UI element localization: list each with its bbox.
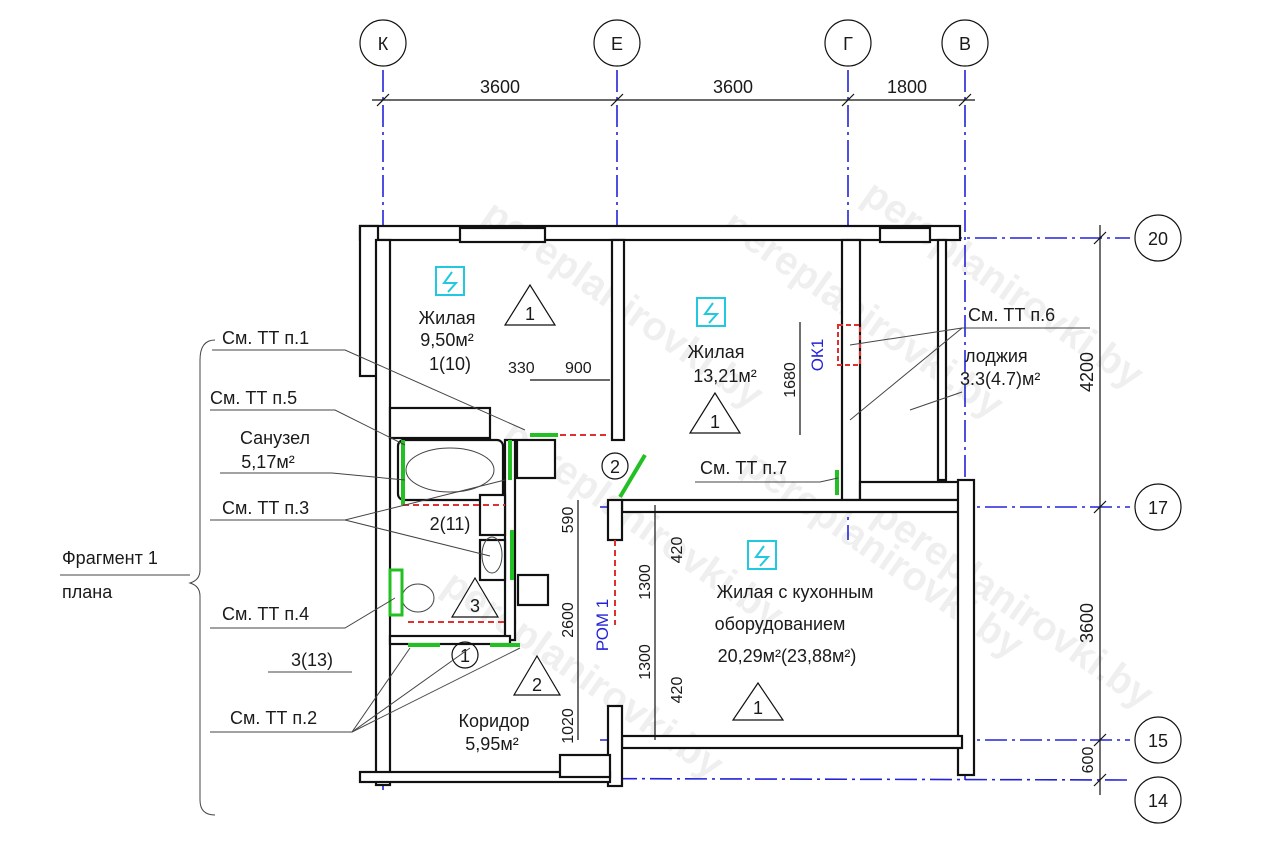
room-loggia-area: 3.3(4.7)м² [960, 369, 1040, 389]
svg-text:3600: 3600 [713, 77, 753, 97]
electric-panel-icons [435, 266, 777, 570]
top-dimensions: 3600 3600 1800 [372, 77, 975, 107]
svg-text:2: 2 [532, 675, 542, 695]
svg-text:1800: 1800 [887, 77, 927, 97]
svg-text:3600: 3600 [480, 77, 520, 97]
svg-text:900: 900 [565, 360, 592, 377]
room-corridor-area: 5,95м² [465, 734, 518, 754]
svg-text:К: К [378, 34, 389, 54]
svg-text:1020: 1020 [560, 708, 577, 744]
svg-text:420: 420 [669, 537, 686, 564]
svg-text:3(13): 3(13) [291, 650, 333, 670]
svg-text:См. ТТ п.2: См. ТТ п.2 [230, 708, 317, 728]
room-loggia-name: лоджия [965, 346, 1028, 366]
svg-text:1: 1 [753, 698, 763, 718]
room-kitchen-line1: Жилая с кухонным [716, 582, 873, 602]
room-bath-area: 5,17м² [241, 452, 294, 472]
inner-dimensions: 330 900 590 2600 1020 1300 1300 420 420 … [508, 322, 801, 744]
svg-text:Г: Г [843, 34, 853, 54]
svg-text:1300: 1300 [637, 644, 654, 680]
modification-marks [388, 324, 861, 647]
room-living1-name: Жилая [419, 308, 476, 328]
electric-icon [696, 297, 726, 327]
room-kitchen-area: 20,29м²(23,88м²) [718, 646, 857, 666]
svg-text:плана: плана [62, 582, 113, 602]
room-living1-area: 9,50м² [420, 330, 473, 350]
svg-text:330: 330 [508, 360, 535, 377]
svg-text:600: 600 [1080, 747, 1097, 774]
room-living2-area: 13,21м² [693, 366, 756, 386]
room-labels: Жилая 9,50м² 1(10) Жилая 13,21м² лоджия … [240, 308, 1040, 754]
svg-text:См. ТТ п.3: См. ТТ п.3 [222, 498, 309, 518]
axis-bubbles: К Е Г В 20 17 15 14 [359, 19, 1182, 824]
electric-icon [747, 540, 777, 570]
svg-text:1: 1 [460, 646, 470, 666]
svg-text:14: 14 [1148, 791, 1168, 811]
callout-notes: См. ТТ п.1 См. ТТ п.5 См. ТТ п.3 См. ТТ … [210, 305, 1090, 733]
window-label: ОК1 [808, 339, 827, 372]
svg-text:См. ТТ п.6: См. ТТ п.6 [968, 305, 1055, 325]
svg-text:См. ТТ п.4: См. ТТ п.4 [222, 604, 309, 624]
walls [358, 224, 976, 788]
svg-text:См. ТТ п.1: См. ТТ п.1 [222, 328, 309, 348]
svg-text:590: 590 [560, 507, 577, 534]
svg-text:420: 420 [669, 677, 686, 704]
svg-text:См. ТТ п.5: См. ТТ п.5 [210, 388, 297, 408]
room-markers: 1 1 1 3 2 2 1 [450, 283, 785, 721]
svg-text:3600: 3600 [1077, 603, 1097, 643]
svg-text:Е: Е [611, 34, 623, 54]
room-corridor-name: Коридор [458, 711, 529, 731]
svg-text:1: 1 [710, 412, 720, 432]
svg-text:4200: 4200 [1077, 352, 1097, 392]
svg-text:1680: 1680 [782, 362, 799, 398]
right-dimensions: 4200 3600 600 [1077, 225, 1107, 795]
svg-text:pereplanirovki.by: pereplanirovki.by [865, 491, 1162, 717]
svg-text:2600: 2600 [560, 602, 577, 638]
svg-text:20: 20 [1148, 229, 1168, 249]
svg-text:Фрагмент 1: Фрагмент 1 [62, 548, 158, 568]
room-bath-name: Санузел [240, 428, 310, 448]
electric-icon [435, 266, 465, 296]
svg-text:См. ТТ п.7: См. ТТ п.7 [700, 458, 787, 478]
fragment-label: Фрагмент 1 плана [60, 339, 216, 816]
svg-text:1(10): 1(10) [429, 354, 471, 374]
svg-text:1: 1 [525, 304, 535, 324]
svg-text:17: 17 [1148, 498, 1168, 518]
room-kitchen-line2: оборудованием [715, 614, 846, 634]
svg-text:2: 2 [610, 457, 620, 477]
svg-text:2(11): 2(11) [430, 514, 471, 534]
svg-text:В: В [959, 34, 971, 54]
svg-text:1300: 1300 [637, 564, 654, 600]
room-living2-name: Жилая [688, 342, 745, 362]
svg-text:3: 3 [470, 596, 480, 616]
svg-text:15: 15 [1148, 731, 1168, 751]
opening-label: РОМ 1 [593, 599, 612, 652]
